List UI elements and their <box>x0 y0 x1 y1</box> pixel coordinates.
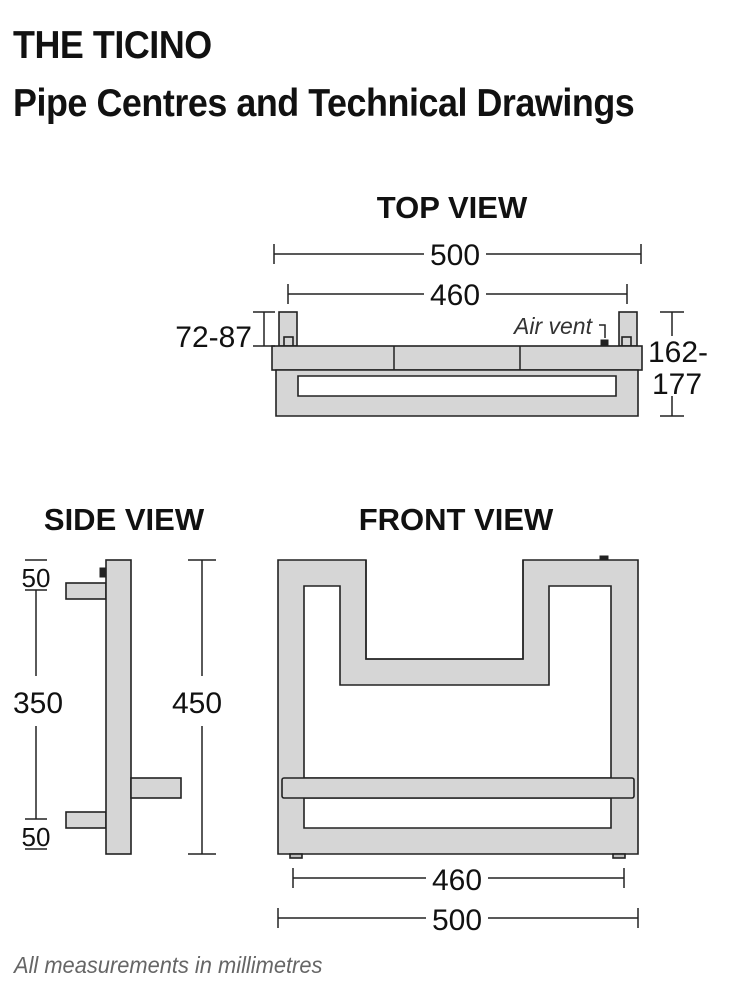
top-pipe-centres-dimension: 460 <box>287 279 628 312</box>
side-top-pipe <box>65 582 107 600</box>
measurement-note: All measurements in millimetres <box>14 952 323 978</box>
depth-label-line1: 162- <box>648 336 708 369</box>
front-radiator-frame <box>277 559 639 855</box>
front-view-heading: FRONT VIEW <box>359 502 554 537</box>
product-title: THE TICINO <box>13 24 212 67</box>
top-left-valve <box>283 336 294 347</box>
top-view: TOP VIEW 500 460 Air vent <box>175 190 708 417</box>
side-pipe-dimension: 50 350 50 <box>13 559 63 852</box>
front-width-label: 500 <box>432 904 482 937</box>
top-rail-bar <box>271 345 643 371</box>
air-vent-icon <box>600 339 609 347</box>
side-towel-bar <box>130 777 182 799</box>
top-view-heading: TOP VIEW <box>377 190 528 225</box>
side-air-vent-icon <box>99 567 107 578</box>
front-right-valve <box>612 853 626 859</box>
front-pipe-centres-label: 460 <box>432 864 482 897</box>
side-height-dimension: 450 <box>172 559 222 855</box>
top-towel-loop <box>275 369 639 417</box>
side-radiator-body <box>105 559 132 855</box>
top-pipe-centres-label: 460 <box>430 279 480 312</box>
side-height-label: 450 <box>172 687 222 720</box>
wall-to-pipe-label: 72-87 <box>175 321 252 354</box>
front-left-valve <box>289 853 303 859</box>
depth-label-line2: 177 <box>652 368 702 401</box>
top-right-valve <box>621 336 632 347</box>
side-pipe-spacing-label: 350 <box>13 687 63 720</box>
top-width-dimension: 500 <box>273 239 642 272</box>
front-pipe-centres-dimension: 460 <box>292 864 625 897</box>
front-view: FRONT VIEW 460 500 <box>277 502 639 937</box>
side-bottom-pipe <box>65 811 107 829</box>
front-width-dimension: 500 <box>277 904 639 937</box>
page-subtitle: Pipe Centres and Technical Drawings <box>13 82 635 125</box>
front-air-vent-icon <box>599 555 609 561</box>
side-bottom-offset-label: 50 <box>22 822 51 852</box>
side-view-heading: SIDE VIEW <box>44 502 205 537</box>
top-width-label: 500 <box>430 239 480 272</box>
air-vent-label: Air vent <box>512 313 594 339</box>
front-towel-bar <box>281 777 635 799</box>
depth-dimension: 162- 177 <box>648 311 708 417</box>
side-view: SIDE VIEW 50 350 50 450 <box>13 502 222 855</box>
side-top-offset-label: 50 <box>22 563 51 593</box>
wall-to-pipe-dimension: 72-87 <box>175 311 275 354</box>
